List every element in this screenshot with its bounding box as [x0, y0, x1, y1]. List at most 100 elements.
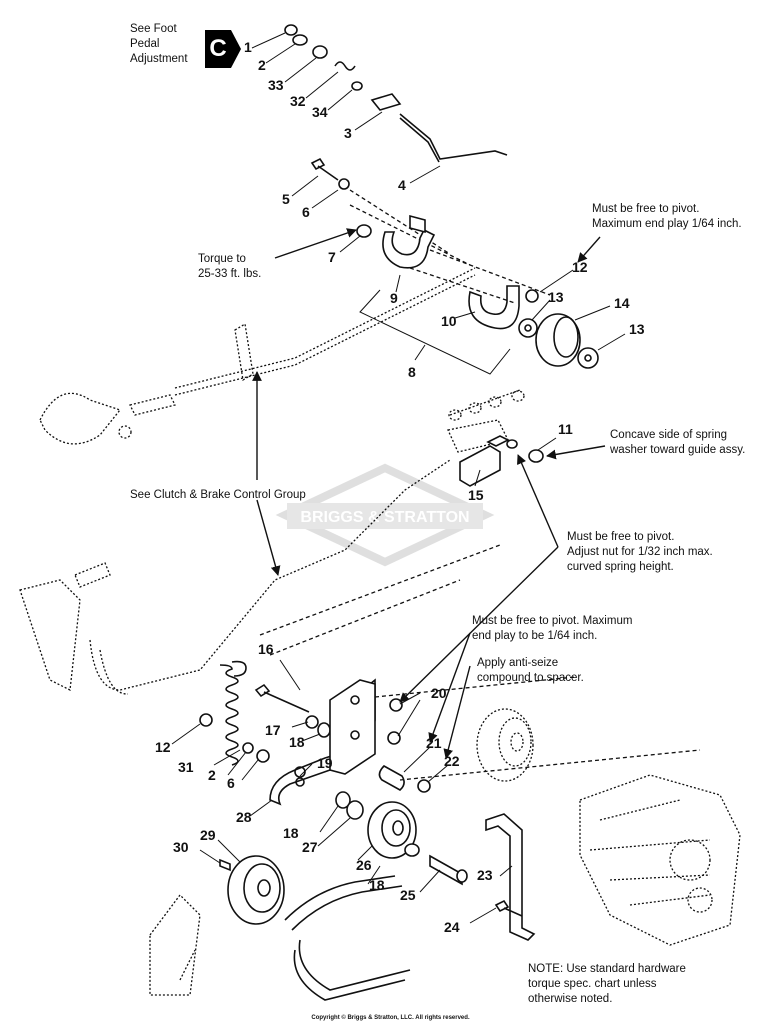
- part-label: 8: [408, 364, 416, 380]
- part-label: 22: [444, 753, 460, 769]
- part-31-spring: [219, 664, 239, 766]
- part-label: 12: [572, 259, 588, 275]
- part-18-spacer-b: [335, 791, 351, 809]
- note-anti-seize: Apply anti-seize compound to spacer.: [477, 657, 584, 684]
- part-32-spring: [334, 61, 356, 71]
- part-23-bracket: [485, 813, 536, 941]
- part-5-bolt: [310, 157, 339, 181]
- part-34-washer: [351, 81, 363, 91]
- part-label: 33: [268, 77, 284, 93]
- part-label: 26: [356, 857, 372, 873]
- part-label: 3: [344, 125, 352, 141]
- part-9-clamp: [382, 228, 436, 269]
- part-21-spacer: [378, 765, 405, 791]
- part-label: 15: [468, 487, 484, 503]
- part-20-nut-b: [387, 731, 401, 745]
- part-24-bolt: [494, 899, 523, 917]
- note-clutch-brake-group: See Clutch & Brake Control Group: [130, 489, 306, 501]
- part-25-bolt: [429, 854, 463, 886]
- part-label: 4: [398, 177, 406, 193]
- note-concave-washer: Concave side of spring washer toward gui…: [610, 429, 746, 456]
- part-3-sleeve: [370, 93, 402, 111]
- briggs-stratton-watermark: BRIGGS & STRATTON: [275, 463, 495, 567]
- part-11-spring-washer: [528, 449, 544, 463]
- part-label: 24: [444, 919, 460, 935]
- part-19-bracket: [329, 679, 376, 775]
- part-17-nut: [305, 715, 319, 729]
- part-number-labels: 1 2 33 32 34 3 4 5 6 7 9 10 12 13 14 13 …: [155, 39, 645, 935]
- part-label: 6: [227, 775, 235, 791]
- part-20-nut-a: [389, 698, 403, 712]
- guide-assembly-group: [459, 435, 557, 487]
- part-label: 25: [400, 887, 416, 903]
- part-7-nut: [356, 224, 372, 238]
- bolt-washer-group: [291, 157, 471, 266]
- part-33-spacer: [312, 45, 328, 59]
- part-18-v-belt: [284, 875, 411, 1001]
- part-label: 34: [312, 104, 328, 120]
- part-label: 7: [328, 249, 336, 265]
- part-12-nut: [525, 289, 539, 303]
- support-bracket-group: [469, 813, 536, 941]
- engine-phantom: [476, 708, 741, 946]
- copyright-footer: Copyright © Briggs & Stratton, LLC. All …: [311, 1015, 470, 1021]
- watermark-text: BRIGGS & STRATTON: [300, 509, 469, 526]
- part-15-guide: [459, 445, 501, 487]
- part-label: 28: [236, 809, 252, 825]
- part-label: 10: [441, 313, 457, 329]
- part-29-drive-pulley: [227, 855, 285, 925]
- part-14-bushing: [535, 313, 581, 367]
- part-label: 13: [629, 321, 645, 337]
- note-torque: Torque to 25-33 ft. lbs.: [198, 253, 262, 280]
- part-label: 14: [614, 295, 630, 311]
- part-27-bushing: [346, 800, 364, 820]
- part-label: 18: [289, 734, 305, 750]
- idler-assembly-group: [171, 659, 701, 893]
- part-label: 27: [302, 839, 318, 855]
- part-label: 30: [173, 839, 189, 855]
- part-6-washer: [338, 178, 350, 190]
- part-label: 17: [265, 722, 281, 738]
- part-label: 1: [244, 39, 252, 55]
- part-12-nut-lower: [199, 713, 213, 727]
- part-label: 20: [431, 685, 447, 701]
- note-arrows: [252, 228, 606, 759]
- part-13-washer-b: [577, 347, 599, 369]
- part-22-washer: [417, 779, 431, 793]
- part-label: 11: [558, 421, 573, 437]
- foot-pedal-callout: See Foot Pedal Adjustment: [130, 23, 188, 65]
- part-16-bolt: [254, 683, 310, 713]
- part-label: 18: [369, 877, 385, 893]
- clutch-brake-linkage-phantom: [19, 267, 525, 695]
- part-label: 31: [178, 759, 194, 775]
- part-6-washer-lower: [256, 749, 270, 763]
- part-label: 16: [258, 641, 274, 657]
- part-30-key: [219, 858, 231, 872]
- drive-pulley-group: [149, 839, 411, 1001]
- part-label: 12: [155, 739, 171, 755]
- section-c-marker: C: [205, 30, 241, 68]
- part-18-spacer-a: [317, 722, 331, 738]
- note-standard-hardware: NOTE: Use standard hardware torque spec.…: [528, 963, 686, 1005]
- part-2-washer-lower: [242, 742, 254, 754]
- part-2-washer: [292, 34, 308, 46]
- part-label: 23: [477, 867, 493, 883]
- note-pivot-20: Must be free to pivot. Maximum end play …: [472, 615, 633, 642]
- pivot-clamp-group: [339, 214, 626, 375]
- part-label: 5: [282, 191, 290, 207]
- part-label: 21: [426, 735, 442, 751]
- part-label: 2: [258, 57, 266, 73]
- part-label: 9: [390, 290, 398, 306]
- part-4-rod: [399, 113, 508, 160]
- note-pivot-15: Must be free to pivot. Adjust nut for 1/…: [567, 531, 713, 573]
- note-pivot-12: Must be free to pivot. Maximum end play …: [592, 203, 742, 230]
- part-1-nut: [284, 24, 298, 36]
- part-13-washer-a: [518, 318, 538, 338]
- part-label: 2: [208, 767, 216, 783]
- part-label: 18: [283, 825, 299, 841]
- part-label: 13: [548, 289, 564, 305]
- part-label: 6: [302, 204, 310, 220]
- linkage-hardware-group: [251, 24, 508, 184]
- part-label: 32: [290, 93, 306, 109]
